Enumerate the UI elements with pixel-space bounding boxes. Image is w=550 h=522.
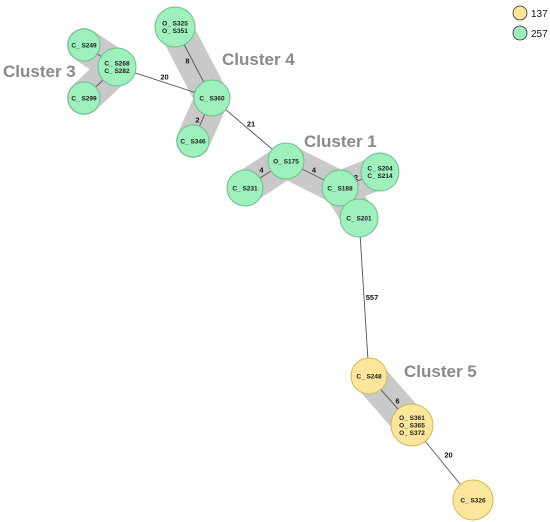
node-circle	[390, 403, 434, 447]
edge-label: 4	[259, 166, 264, 175]
node-s175: O_ S175	[267, 142, 305, 180]
node-s299: C_ S299	[67, 81, 101, 115]
legend-swatch-137	[512, 5, 528, 21]
node-circle	[97, 47, 137, 87]
node-s249: C_ S249	[67, 28, 101, 62]
node-circle	[267, 142, 305, 180]
node-circle	[154, 6, 196, 48]
node-label: C_ S268	[104, 61, 130, 68]
node-s326: C_ S326	[452, 479, 494, 521]
edge-label: 8	[185, 57, 189, 66]
node-label: C_ S299	[71, 95, 97, 102]
node-s188: C_ S188	[321, 169, 359, 207]
node-label: O_ S351	[162, 28, 188, 35]
node-s346: C_ S346	[176, 124, 210, 158]
cluster-label-3: Cluster 3	[3, 62, 76, 81]
node-label: O_ S365	[399, 422, 425, 429]
edge-label: 20	[444, 451, 452, 460]
node-label: C_ S188	[327, 185, 353, 192]
node-s360: C_ S360	[193, 79, 231, 117]
node-label: O_ S361	[399, 415, 425, 422]
node-label: C_ S326	[460, 497, 486, 504]
edge-label: 6	[395, 397, 399, 406]
edge-label: 21	[247, 120, 255, 129]
node-circle	[321, 169, 359, 207]
node-label: C_ S249	[71, 42, 97, 49]
edge-label: 4	[312, 166, 317, 175]
node-circle	[193, 79, 231, 117]
legend: 137 257	[512, 5, 548, 41]
edge-s201-s248	[358, 217, 370, 377]
edge-label: 20	[160, 73, 168, 82]
legend-swatch-257	[512, 25, 528, 41]
node-label: O_ S372	[399, 430, 425, 437]
edge-label: 2	[354, 173, 358, 182]
node-circle	[339, 198, 379, 238]
node-circle	[67, 28, 101, 62]
legend-label-137: 137	[531, 9, 548, 20]
cluster-labels: Cluster 3 Cluster 4 Cluster 1 Cluster 5	[3, 50, 477, 381]
node-label: C_ S214	[367, 173, 393, 180]
node-label: C_ S231	[232, 185, 258, 192]
cluster-label-5: Cluster 5	[404, 362, 477, 381]
node-label: O_ S175	[273, 158, 299, 165]
node-label: C_ S346	[180, 138, 206, 145]
node-label: C_ S282	[104, 68, 130, 75]
node-label: O_ S325	[162, 21, 188, 28]
node-circle	[360, 152, 400, 192]
cluster-label-1: Cluster 1	[304, 132, 377, 151]
node-s248: C_ S248	[350, 357, 388, 395]
node-circle	[67, 81, 101, 115]
node-label: C_ S360	[199, 95, 225, 102]
node-label: C_ S204	[367, 166, 393, 173]
edge-label: 2	[195, 116, 199, 125]
cluster-label-4: Cluster 4	[222, 50, 295, 69]
node-circle	[350, 357, 388, 395]
edge-label: 557	[366, 293, 379, 302]
edge-labels: 112082214421557620	[86, 50, 452, 460]
node-s231: C_ S231	[226, 169, 264, 207]
node-s201: C_ S201	[339, 198, 379, 238]
node-label: C_ S201	[346, 215, 372, 222]
legend-label-257: 257	[531, 29, 548, 40]
node-label: C_ S248	[356, 373, 382, 380]
node-circle	[452, 479, 494, 521]
node-circle	[226, 169, 264, 207]
node-circle	[176, 124, 210, 158]
